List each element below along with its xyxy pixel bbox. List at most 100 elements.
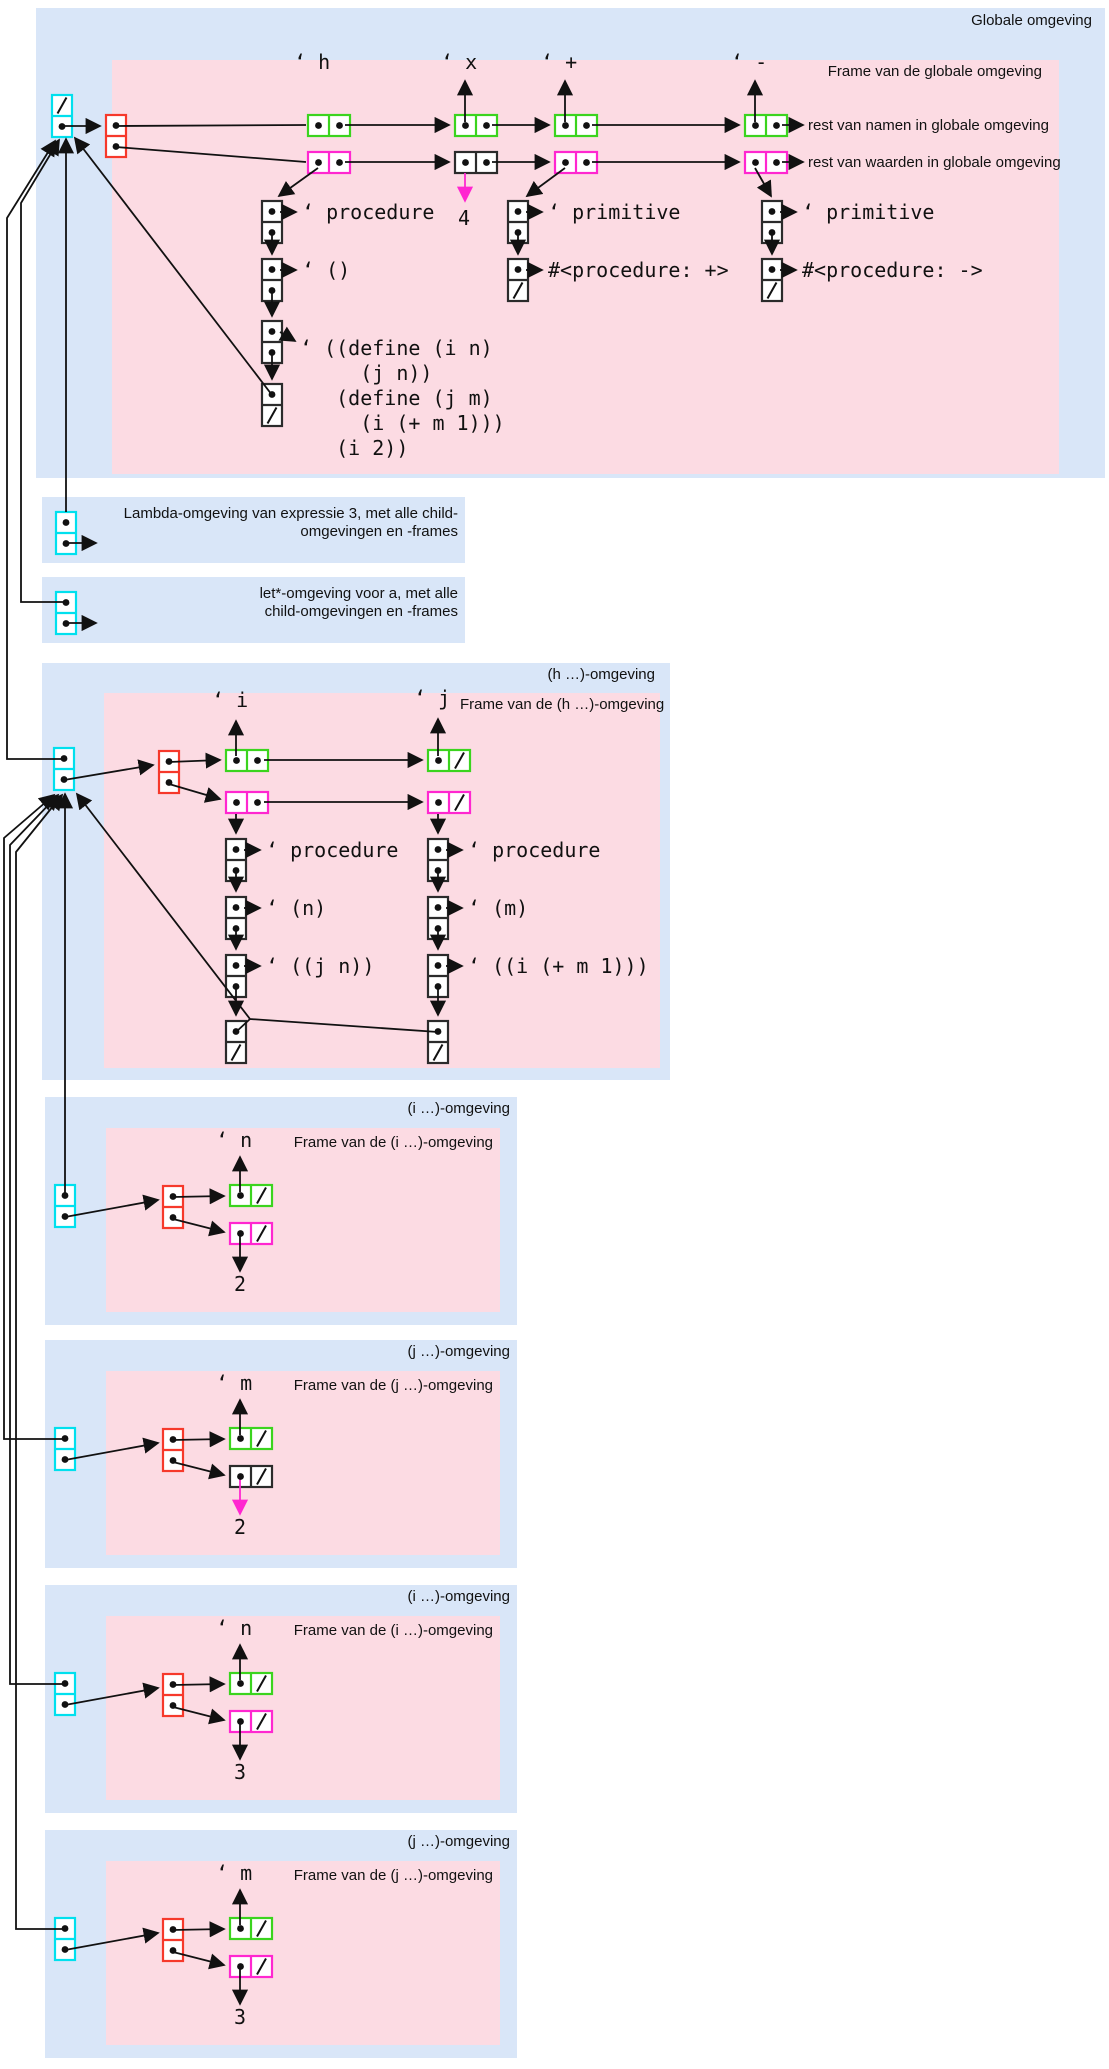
nil-slash [454, 794, 465, 811]
h-procedure-params: ‘ () [302, 258, 351, 282]
nil-slash [256, 1187, 267, 1204]
h-procedure-tag: ‘ procedure [302, 200, 435, 224]
pointer-dot [61, 1701, 69, 1708]
name-j: ‘ j [414, 686, 451, 710]
pointer-dot [237, 1963, 244, 1970]
pointer-dot [268, 287, 276, 294]
pointer-line [20, 138, 66, 603]
j1-value: 2 [234, 1515, 247, 1539]
pointer-dot [61, 1192, 69, 1199]
pointer-line [172, 1921, 226, 1938]
pointer-dot [434, 904, 442, 911]
pointer-dot [434, 846, 442, 853]
x-value: 4 [458, 206, 471, 230]
pointer-line [64, 1194, 160, 1218]
pointer-line [172, 1461, 226, 1480]
j-procedure-body: ‘ ((i (+ m 1))) [468, 954, 649, 978]
pointer-dot [61, 1435, 69, 1442]
pointer-dot [62, 599, 70, 606]
pointer-dot [237, 1718, 244, 1725]
plus-primitive-value: #<procedure: +> [548, 258, 729, 282]
pointer-line [9, 793, 65, 1685]
letstar-environment-region [42, 577, 465, 643]
pointer-dot [61, 1680, 69, 1687]
name-i: ‘ i [212, 688, 249, 712]
pointer-dot [169, 1214, 177, 1221]
pointer-dot [165, 758, 173, 765]
global-frame-title: Frame van de globale omgeving [827, 63, 1042, 80]
pointer-dot [268, 391, 276, 398]
pointer-dot [62, 620, 70, 627]
h-frame-region [104, 693, 660, 1068]
nil-slash [512, 282, 524, 299]
minus-primitive-value: #<procedure: -> [802, 258, 983, 282]
pointer-dot [58, 123, 66, 130]
pointer-dot [315, 159, 322, 166]
pointer-dot [165, 779, 173, 786]
pointer-dot [112, 143, 120, 150]
pointer-line [115, 146, 307, 163]
pointer-dot [169, 1926, 177, 1933]
h-frame-title: Frame van de (h …)-omgeving [460, 696, 665, 713]
j-env-2-title: (j …)-omgeving [407, 1833, 510, 1850]
pointer-line [172, 1188, 226, 1205]
i1-value: 2 [234, 1272, 247, 1296]
j2-name-m: ‘ m [216, 1861, 253, 1885]
pointer-line [115, 124, 307, 127]
pointer-dot [169, 1702, 177, 1709]
pointer-dot [237, 1925, 244, 1932]
nil-slash [230, 1044, 242, 1061]
nil-slash [256, 1675, 267, 1692]
pointer-dot [112, 122, 120, 129]
pointer-dot [562, 122, 569, 129]
j-env-1-title: (j …)-omgeving [407, 1343, 510, 1360]
i2-value: 3 [234, 1760, 247, 1784]
pointer-dot [752, 122, 759, 129]
pointer-dot [232, 983, 240, 990]
nil-slash [266, 407, 278, 424]
pointer-dot [434, 983, 442, 990]
pointer-dot [61, 1213, 69, 1220]
pointer-line [278, 326, 297, 342]
pointer-dot [237, 1680, 244, 1687]
pointer-line [6, 139, 64, 760]
pointer-dot [169, 1947, 177, 1954]
i-frame-2-title: Frame van de (i …)-omgeving [293, 1622, 493, 1639]
pointer-dot [232, 1028, 240, 1035]
name-plus: ‘ + [541, 50, 578, 74]
pointer-dot [434, 1028, 442, 1035]
minus-primitive-tag: ‘ primitive [802, 200, 935, 224]
pointer-line [277, 167, 319, 198]
letstar-env-label-line2: child-omgevingen en -frames [264, 603, 458, 620]
lambda-env-label-line1: Lambda-omgeving van expressie 3, met all… [123, 505, 458, 522]
letstar-env-label-line1: let*-omgeving voor a, met alle [259, 585, 458, 602]
j-frame-2-title: Frame van de (j …)-omgeving [293, 1867, 493, 1884]
i-procedure-body: ‘ ((j n)) [266, 954, 375, 978]
pointer-dot [232, 925, 240, 932]
pointer-dot [434, 867, 442, 874]
lambda-env-label-line2: omgevingen en -frames [300, 523, 458, 540]
pointer-line [172, 1676, 226, 1693]
pointer-dot [514, 208, 522, 215]
pointer-dot [752, 159, 759, 166]
pointer-dot [254, 799, 261, 806]
pointer-dot [462, 122, 469, 129]
pointer-dot [434, 925, 442, 932]
pointer-line [172, 1706, 226, 1725]
i-frame-1-title: Frame van de (i …)-omgeving [293, 1134, 493, 1151]
name-minus: ‘ - [731, 50, 768, 74]
pointer-dot [315, 122, 322, 129]
i-env-1-title: (i …)-omgeving [407, 1100, 510, 1117]
pointer-dot [232, 867, 240, 874]
nil-slash [256, 1430, 267, 1447]
pointer-line [15, 793, 65, 1930]
j-frame-1-title: Frame van de (j …)-omgeving [293, 1377, 493, 1394]
pointer-dot [483, 122, 490, 129]
pointer-line [172, 1431, 226, 1448]
pointer-line [172, 1951, 226, 1970]
pointer-line [64, 1682, 160, 1706]
rest-values-label: rest van waarden in globale omgeving [808, 154, 1061, 171]
pointer-line [64, 1437, 160, 1461]
